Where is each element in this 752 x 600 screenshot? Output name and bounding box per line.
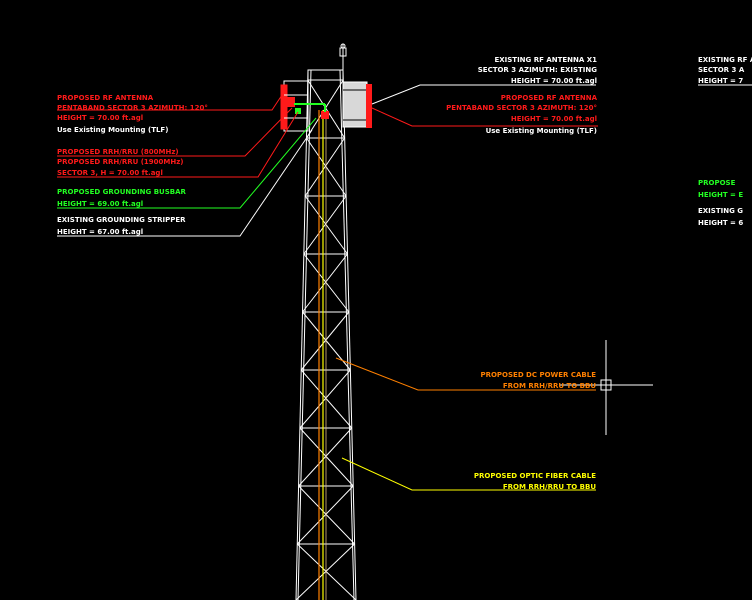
tower-diagonal: [299, 427, 354, 487]
existing-antenna-label-1: EXISTING RF ANTENNA X1: [494, 56, 597, 64]
edge-existing-label-2: SECTOR 3 A: [698, 66, 745, 74]
edge-white-label-1: EXISTING G: [698, 207, 743, 215]
existing-ground-label-1: EXISTING GROUNDING STRIPPER: [57, 216, 186, 224]
tower-diagonal: [300, 311, 350, 371]
tower-leg-right-inner: [339, 69, 355, 600]
tower-diagonal: [298, 485, 355, 545]
tower-diagonal: [296, 485, 354, 545]
tower-diagonal: [302, 253, 348, 313]
center-rrh-unit: [321, 111, 329, 119]
right-antenna-mount: [342, 81, 372, 128]
right-antenna-label-4: Use Existing Mounting (TLF): [486, 127, 597, 135]
edge-white-label-2: HEIGHT = 6: [698, 219, 743, 227]
left-antenna-label-3: HEIGHT = 70.00 ft.agl: [57, 114, 143, 122]
tower-leg-left-inner: [297, 69, 312, 600]
left-rrh-unit: [287, 97, 295, 107]
crosshair-cursor-icon[interactable]: [560, 340, 653, 435]
left-busbar: [295, 108, 301, 114]
left-proposed-antenna: [280, 84, 288, 130]
obstruction-light-icon: [339, 43, 347, 70]
power-cable-label-2: FROM RRH/RRU TO BBU: [503, 382, 596, 390]
tower-diagonal: [296, 543, 357, 600]
left-antenna-mount: [280, 80, 309, 132]
fiber-cable-label-2: FROM RRH/RRU TO BBU: [503, 483, 596, 491]
existing-antenna-label-3: HEIGHT = 70.00 ft.agl: [511, 77, 597, 85]
tower-diagonal: [303, 195, 347, 255]
edge-existing-label-1: EXISTING RF A: [698, 56, 752, 64]
leader-lines: [57, 84, 598, 491]
left-antenna-label-1: PROPOSED RF ANTENNA: [57, 94, 154, 102]
existing-antenna-label-2: SECTOR 3 AZIMUTH: EXISTING: [478, 66, 598, 74]
left-antenna-label-4: Use Existing Mounting (TLF): [57, 126, 168, 134]
edge-green-label-2: HEIGHT = E: [698, 191, 743, 199]
right-antenna-label-2: PENTABAND SECTOR 3 AZIMUTH: 120°: [446, 104, 597, 112]
right-antenna-label-1: PROPOSED RF ANTENNA: [501, 94, 598, 102]
tower-leg-right: [342, 69, 357, 600]
edge-existing-label-3: HEIGHT = 7: [698, 77, 743, 85]
tower-diagonal: [300, 369, 353, 429]
edge-green-label-1: PROPOSE: [698, 179, 736, 187]
busbar-label-2: HEIGHT = 69.00 ft.agl: [57, 200, 143, 208]
tower-diagonal: [304, 137, 346, 197]
busbar-label-1: PROPOSED GROUNDING BUSBAR: [57, 188, 187, 196]
tower-diagonal: [298, 427, 353, 487]
right-proposed-antenna: [366, 84, 372, 128]
tower-legs: [295, 69, 357, 600]
existing-ground-label-2: HEIGHT = 67.00 ft.agl: [57, 228, 143, 236]
rrh-label-1: PROPOSED RRH/RRU (800MHz): [57, 148, 179, 156]
power-cable-label-1: PROPOSED DC POWER CABLE: [480, 371, 596, 379]
right-antenna-label-3: HEIGHT = 70.00 ft.agl: [511, 115, 597, 123]
tower-diagonal: [307, 79, 346, 139]
tower-diagonal: [295, 543, 355, 600]
left-antenna-label-2: PENTABAND SECTOR 3 AZIMUTH: 120°: [57, 104, 208, 112]
rrh-label-2: PROPOSED RRH/RRU (1900MHz): [57, 158, 184, 166]
tower-diagonal: [299, 369, 351, 429]
tower-leg-left: [295, 69, 309, 600]
cable-runs: [318, 110, 327, 600]
fiber-cable-label-1: PROPOSED OPTIC FIBER CABLE: [474, 472, 596, 480]
rrh-label-3: SECTOR 3, H = 70.00 ft.agl: [57, 169, 163, 177]
